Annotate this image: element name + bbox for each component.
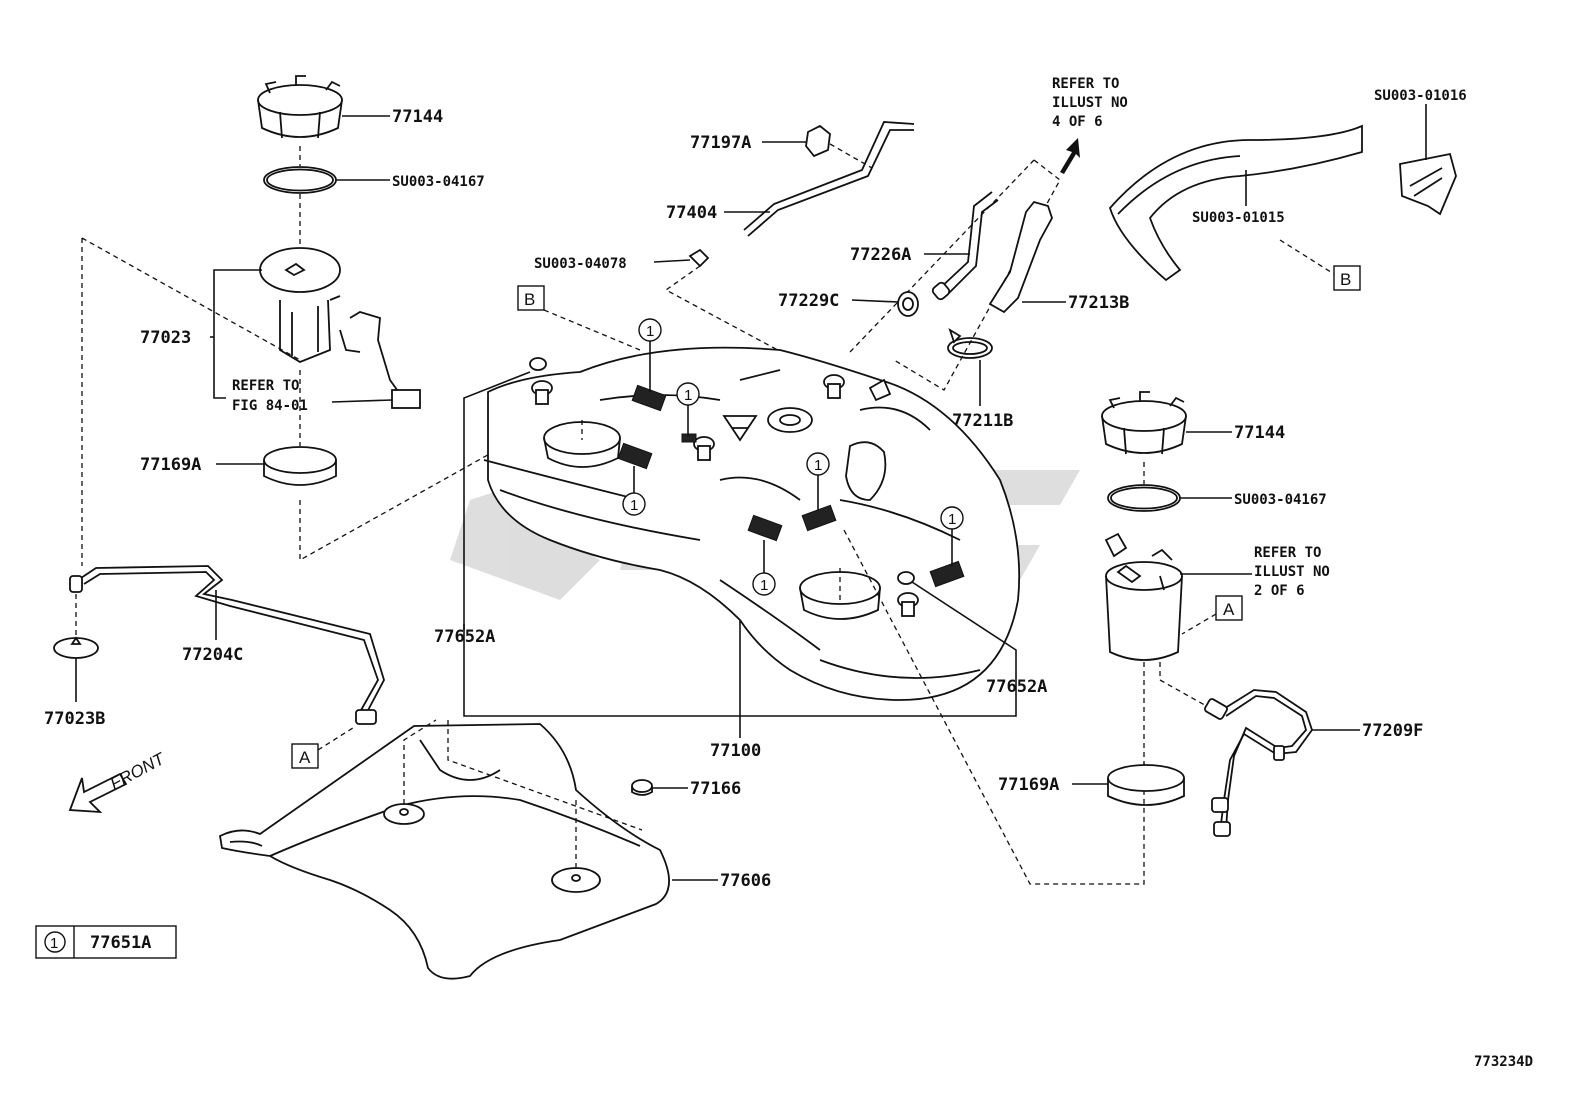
label-77023b: 77023B [44,709,105,729]
heat-protector-77606[interactable] [219,723,670,980]
note-refer-fig-2: FIG 84-01 [232,398,308,414]
gasket-su003-04167-top[interactable] [263,166,337,194]
grommet-77023b[interactable] [53,636,99,659]
grommet-77166[interactable] [631,779,653,796]
tank-nut-1 [529,357,547,371]
svg-text:1: 1 [948,511,956,528]
front-label: FRONT [107,749,169,794]
gasket-77169a-left[interactable] [263,446,337,486]
legend-box: 1 77651A [35,925,177,959]
label-su003-04078: SU003-04078 [534,256,627,272]
protector-su003-01016[interactable] [1399,152,1457,216]
clamp-77229c[interactable] [897,291,919,317]
svg-text:A: A [299,748,311,767]
label-77169a-right: 77169A [998,775,1059,795]
box-marker-a-right: A [1215,595,1243,621]
hose-77226a[interactable] [931,191,999,301]
svg-text:1: 1 [760,577,768,594]
lock-ring-77144-right[interactable] [1101,391,1187,455]
label-77197a: 77197A [690,133,751,153]
svg-text:1: 1 [684,387,692,404]
cushion-pad-3[interactable] [747,514,783,542]
clip-77197a[interactable] [805,124,831,158]
note-refer-illust4-1: REFER TO [1052,76,1119,92]
box-marker-b-right: B [1333,265,1361,291]
cushion-pad-1[interactable] [631,384,667,412]
label-77404: 77404 [666,203,717,223]
gasket-77169a-right[interactable] [1107,764,1185,806]
callout-1-a: 1 [638,318,662,392]
label-su003-01016: SU003-01016 [1374,88,1467,104]
tank-stud-4 [897,592,919,617]
label-77211b: 77211B [952,411,1013,431]
cushion-pad-5[interactable] [929,560,965,588]
note-refer-illust2-1: REFER TO [1254,545,1321,561]
gasket-su003-04167-right[interactable] [1107,484,1181,512]
cushion-pad-2[interactable] [617,442,653,470]
note-refer-fig-1: REFER TO [232,378,299,394]
lock-ring-77144-top[interactable] [257,75,343,139]
box-marker-b-tank: B [517,285,545,311]
label-77229c: 77229C [778,291,839,311]
callout-1-b: 1 [676,382,700,436]
label-su003-04167-top: SU003-04167 [392,174,485,190]
label-77209f: 77209F [1362,721,1423,741]
clamp-77211b[interactable] [947,327,993,359]
front-direction-arrow-icon: FRONT [68,749,169,814]
callout-1-c: 1 [622,466,646,516]
note-refer-illust2-2: ILLUST NO [1254,564,1330,580]
label-su003-01015: SU003-01015 [1192,210,1285,226]
label-77606: 77606 [720,871,771,891]
box-marker-a-left: A [291,743,319,769]
label-77100: 77100 [710,741,761,761]
label-77144-top: 77144 [392,107,443,127]
callout-1-d: 1 [806,452,830,510]
clamp-su003-04078[interactable] [688,248,710,268]
fuel-tube-77209f[interactable] [1204,689,1314,837]
svg-text:1: 1 [814,457,822,474]
legend-part: 77651A [90,933,151,953]
protector-su003-01015[interactable] [1108,124,1363,282]
callout-1-e: 1 [752,540,776,596]
label-77169a-left: 77169A [140,455,201,475]
svg-text:A: A [1223,600,1235,619]
tank-nut-2 [897,571,915,585]
illustration-code: 773234D [1474,1054,1533,1070]
filler-hose-77213b[interactable] [988,200,1053,314]
fuel-tube-77204c[interactable] [69,565,385,725]
cushion-pad-6[interactable] [681,433,697,443]
arrow-refer-illust4-icon [1060,138,1080,174]
label-77204c: 77204C [182,645,243,665]
svg-text:B: B [524,290,535,309]
note-refer-illust4-3: 4 OF 6 [1052,114,1103,130]
legend-symbol: 1 [50,935,58,952]
fuel-sender-sub-tank[interactable] [1104,532,1183,661]
note-refer-illust4-2: ILLUST NO [1052,95,1128,111]
svg-text:B: B [1340,270,1351,289]
label-77652a-right: 77652A [986,677,1047,697]
tank-stud-2 [823,374,845,399]
label-77213b: 77213B [1068,293,1129,313]
label-su003-04167-right: SU003-04167 [1234,492,1327,508]
note-refer-illust2-3: 2 OF 6 [1254,583,1305,599]
cushion-pad-4[interactable] [801,504,837,532]
tank-stud-3 [693,436,715,461]
label-77144-right: 77144 [1234,423,1285,443]
svg-text:1: 1 [646,323,654,340]
svg-text:1: 1 [630,497,638,514]
label-77166: 77166 [690,779,741,799]
label-77226a: 77226A [850,245,911,265]
tank-stud-1 [531,380,553,405]
callout-1-f: 1 [940,506,964,566]
label-77652a-left: 77652A [434,627,495,647]
label-77023: 77023 [140,328,191,348]
